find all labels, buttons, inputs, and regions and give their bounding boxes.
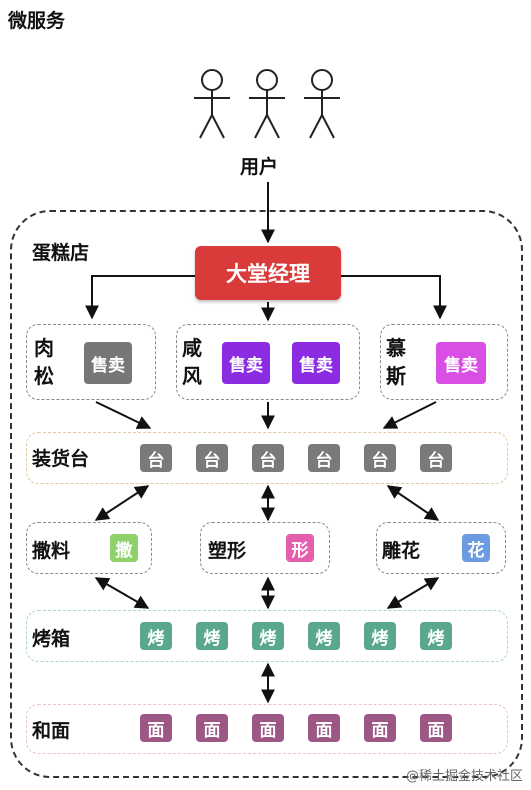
seller-rousong-char: 松 [34, 364, 54, 388]
bake-label: 烤箱 [32, 628, 71, 650]
bake-tile: 烤 [420, 622, 452, 650]
sprinkle-tile: 撒 [110, 534, 138, 562]
seller-rousong-char: 肉 [34, 336, 54, 360]
seller-rousong-tile: 售卖 [84, 342, 132, 384]
dough-tile: 面 [196, 714, 228, 742]
dough-tile: 面 [252, 714, 284, 742]
platform-tile: 台 [364, 444, 396, 472]
user-figure-icon [194, 69, 230, 139]
bake-tile: 烤 [364, 622, 396, 650]
seller-xianfeng-char: 风 [182, 364, 202, 388]
manager-node: 大堂经理 [195, 246, 341, 300]
arrow-manager-to-rousong [85, 275, 195, 320]
bake-tile: 烤 [252, 622, 284, 650]
seller-group-xianfeng [176, 324, 360, 400]
dough-tile: 面 [308, 714, 340, 742]
sprinkle-group [26, 522, 152, 574]
watermark: @稀土掘金技术社区 [405, 769, 523, 784]
arrow-platform-flower [386, 485, 440, 521]
dough-tile: 面 [364, 714, 396, 742]
page-title: 微服务 [8, 10, 66, 32]
shop-label: 蛋糕店 [32, 242, 90, 264]
seller-group-rousong [26, 324, 156, 400]
user-figure-icon [304, 69, 340, 139]
platform-tile: 台 [196, 444, 228, 472]
platform-tile: 台 [420, 444, 452, 472]
arrow-manager-to-musi [341, 275, 447, 320]
seller-musi-tile: 售卖 [436, 342, 486, 384]
seller-musi-char: 斯 [386, 364, 406, 388]
shape-label: 塑形 [208, 540, 247, 562]
seller-xianfeng-tile: 售卖 [292, 342, 340, 384]
shape-tile: 形 [286, 534, 314, 562]
platform-tile: 台 [140, 444, 172, 472]
user-figure-icon [249, 69, 285, 139]
bake-row [26, 610, 508, 662]
platform-tile: 台 [308, 444, 340, 472]
arrow-rousong-to-platform [95, 401, 152, 429]
arrow-sprinkle-bake [94, 577, 150, 609]
shape-group [200, 522, 330, 574]
dough-label: 和面 [32, 720, 71, 742]
arrow-flower-bake [386, 577, 440, 609]
platform-label: 装货台 [32, 448, 90, 470]
flower-group [376, 522, 506, 574]
seller-xianfeng-char: 咸 [182, 336, 202, 360]
sprinkle-label: 撒料 [32, 540, 71, 562]
dough-tile: 面 [420, 714, 452, 742]
platform-tile: 台 [252, 444, 284, 472]
bake-tile: 烤 [140, 622, 172, 650]
arrow-platform-sprinkle [94, 485, 150, 521]
dough-row [26, 704, 508, 754]
user-label: 用户 [240, 156, 279, 178]
arrow-musi-to-platform [382, 401, 437, 429]
bake-tile: 烤 [308, 622, 340, 650]
flower-label: 雕花 [382, 540, 421, 562]
seller-xianfeng-tile: 售卖 [222, 342, 270, 384]
seller-musi-char: 慕 [386, 336, 406, 360]
bake-tile: 烤 [196, 622, 228, 650]
cake-shop-boundary [10, 210, 523, 778]
platform-row [26, 432, 508, 484]
seller-group-musi [380, 324, 508, 400]
flower-tile: 花 [462, 534, 490, 562]
dough-tile: 面 [140, 714, 172, 742]
